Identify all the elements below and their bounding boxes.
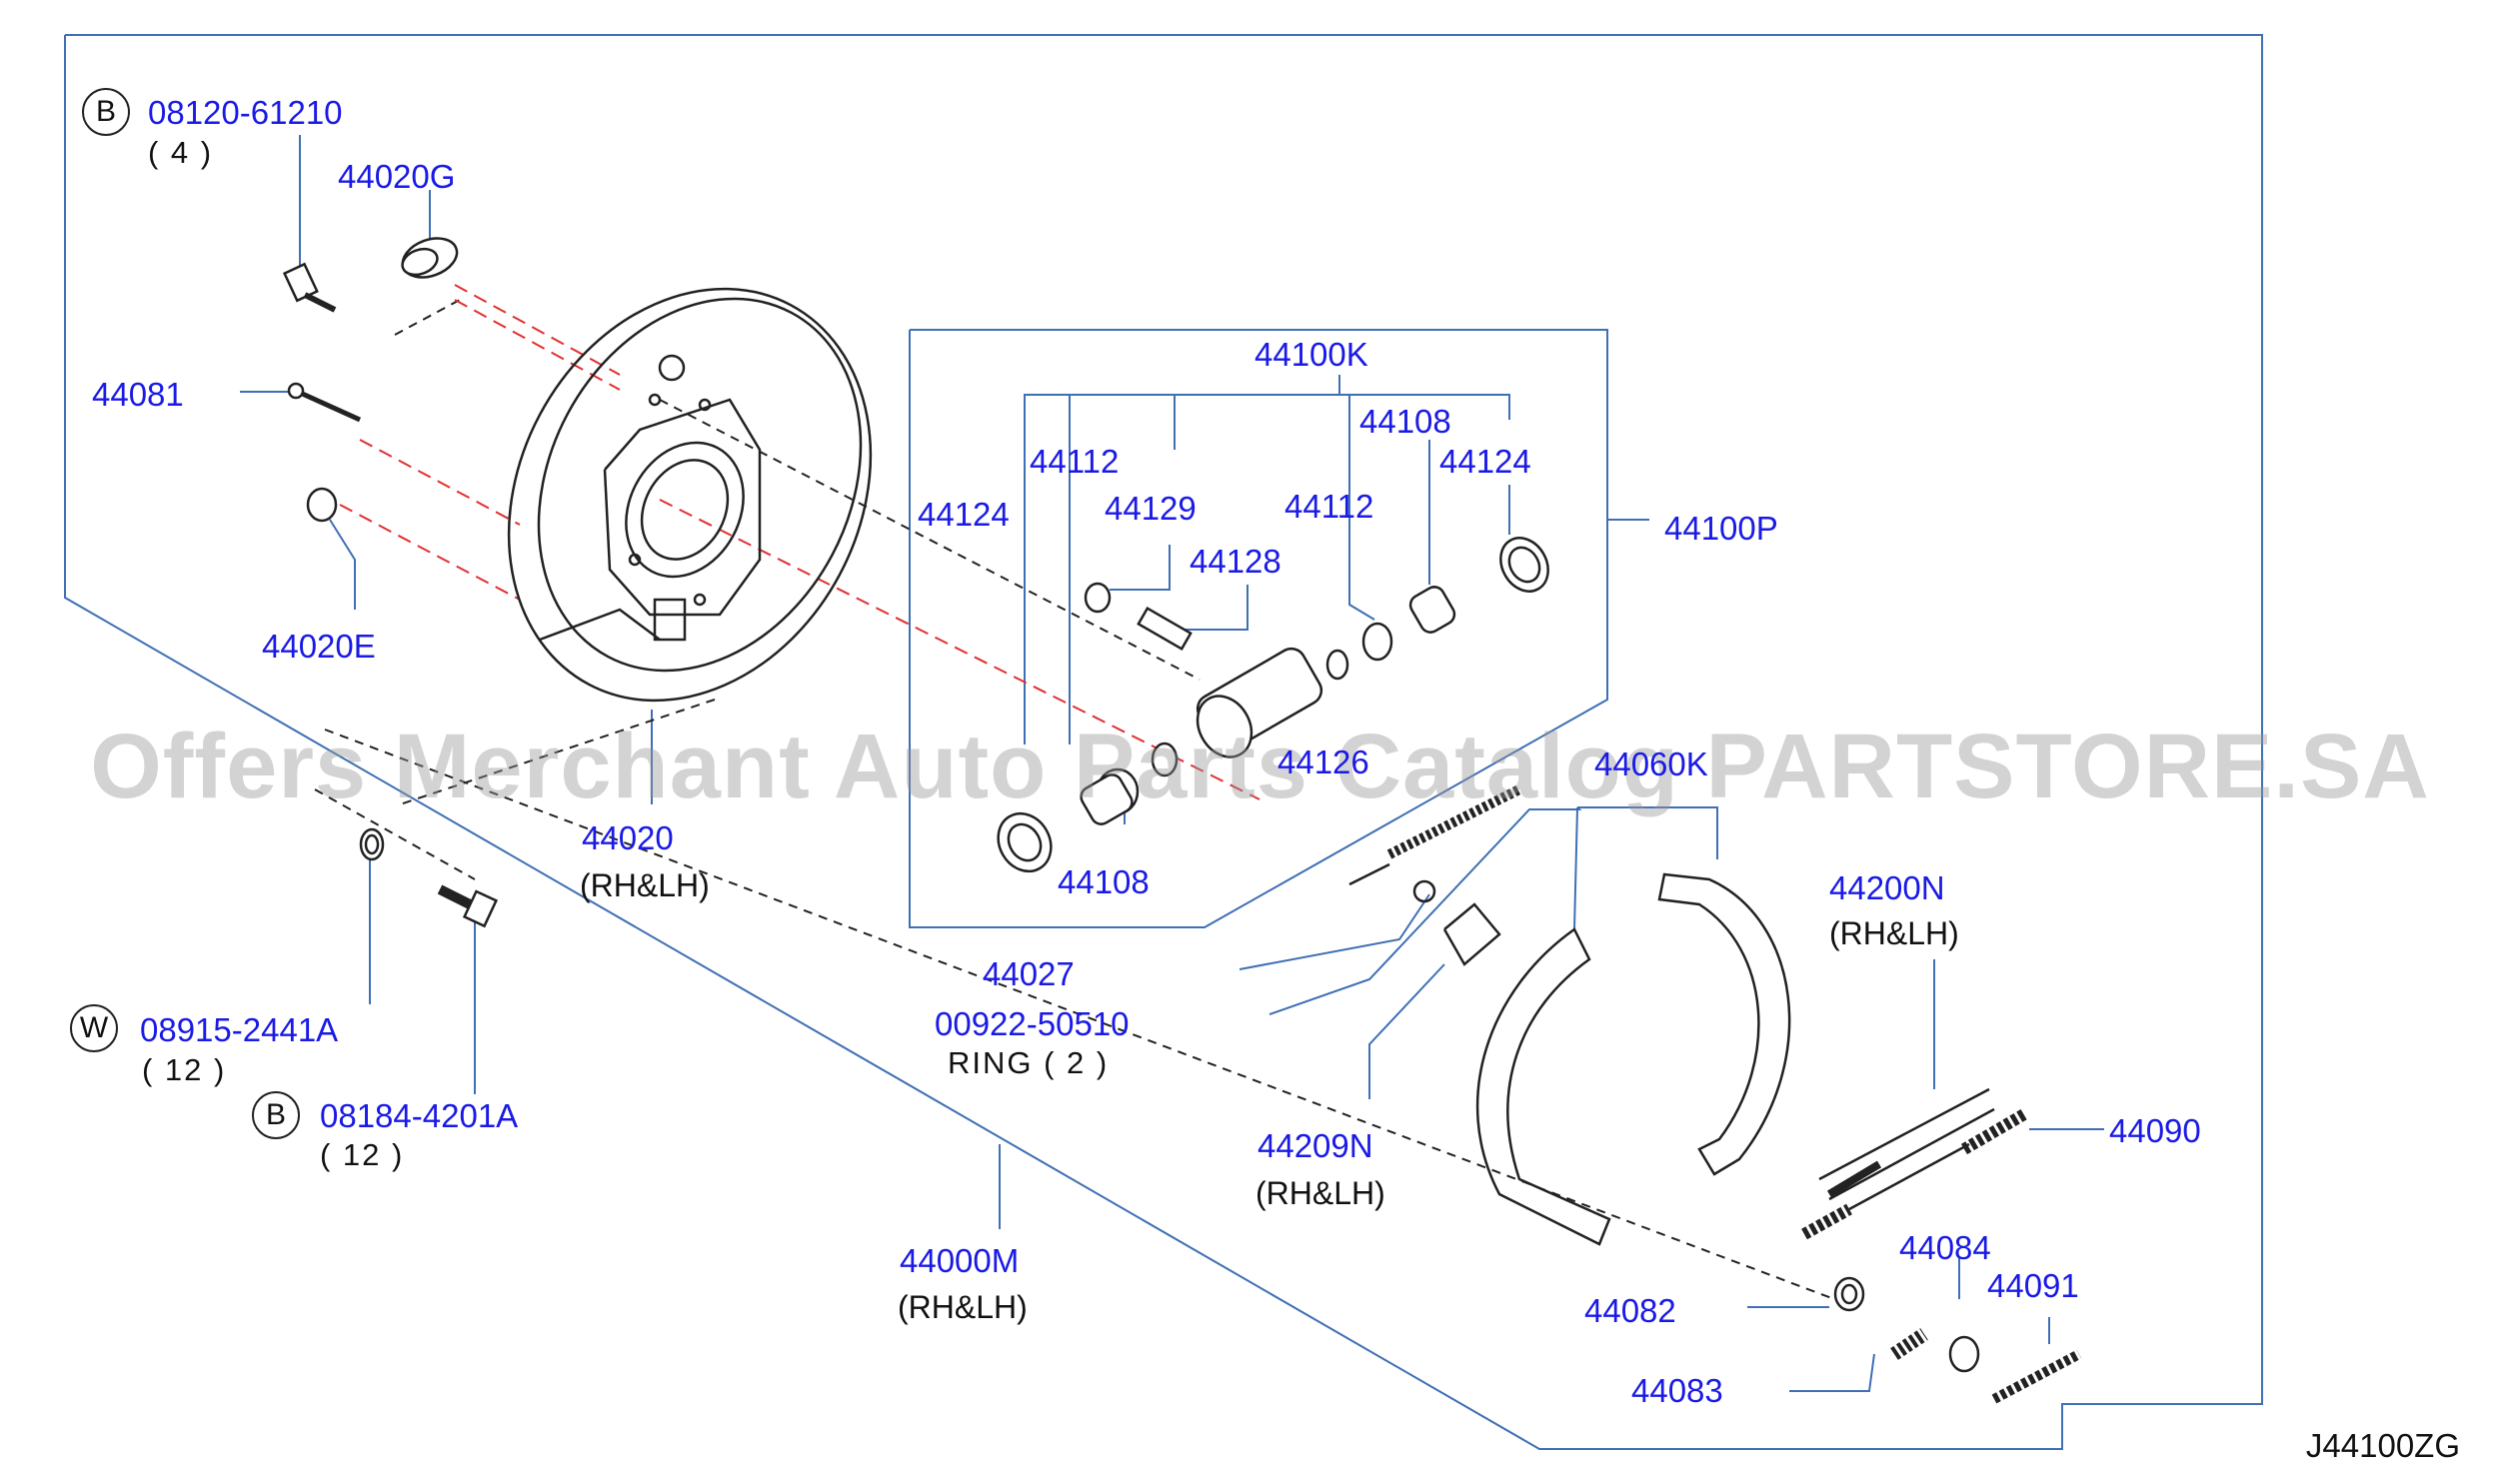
ring-qty-text: RING ( 2 ) [948,1045,1110,1080]
qty-08915-2441A: ( 12 ) [142,1052,227,1087]
part-label-44000M[interactable]: 44000M [900,1242,1020,1279]
assembly-dash-lines [314,299,1835,1300]
part-label-08184-4201A[interactable]: 08184-4201A [320,1097,519,1134]
part-label-44108-b[interactable]: 44108 [1058,863,1150,900]
part-label-44083[interactable]: 44083 [1631,1372,1723,1409]
left-fasteners [282,237,499,928]
wheel-cylinder-parts [997,537,1549,873]
part-label-44129[interactable]: 44129 [1105,490,1197,527]
washer-mark-circle: W [70,1004,118,1052]
part-label-44020G[interactable]: 44020G [338,158,456,195]
part-label-44108-a[interactable]: 44108 [1359,403,1451,440]
part-label-44081[interactable]: 44081 [92,376,184,413]
part-label-44060K[interactable]: 44060K [1594,745,1708,782]
part-label-44112-b[interactable]: 44112 [1284,488,1374,525]
wheel-cylinder-kit-frame [909,329,1608,928]
side-44200N: (RH&LH) [1829,915,1959,951]
qty-08184-4201A: ( 12 ) [320,1137,405,1172]
part-label-44112-a[interactable]: 44112 [1030,443,1120,480]
part-label-44020[interactable]: 44020 [582,819,674,856]
side-44020: (RH&LH) [580,867,710,903]
part-label-44091[interactable]: 44091 [1987,1267,2079,1304]
part-label-44128[interactable]: 44128 [1190,543,1281,580]
part-label-44020E[interactable]: 44020E [262,628,376,665]
part-label-44126[interactable]: 44126 [1277,743,1369,780]
part-label-44209N[interactable]: 44209N [1258,1127,1373,1164]
part-label-44082[interactable]: 44082 [1584,1292,1676,1329]
part-label-44090[interactable]: 44090 [2109,1112,2201,1149]
part-label-44100K[interactable]: 44100K [1255,336,1368,373]
part-label-44124-b[interactable]: 44124 [918,496,1010,533]
callout-lines [240,135,2104,1392]
part-label-44200N[interactable]: 44200N [1829,869,1945,906]
part-label-44027[interactable]: 44027 [983,955,1075,992]
part-label-00922-50510[interactable]: 00922-50510 [935,1005,1130,1042]
part-label-44100P[interactable]: 44100P [1664,510,1778,547]
side-44209N: (RH&LH) [1256,1175,1385,1211]
backing-plate [507,287,873,703]
part-label-44084[interactable]: 44084 [1899,1229,1991,1266]
bolt-mark-circle: B [82,88,130,136]
bolt-mark-circle-2: B [252,1091,300,1139]
diagram-code: J44100ZG [2305,1427,2460,1464]
side-44000M: (RH&LH) [898,1289,1028,1325]
part-label-08915-2441A[interactable]: 08915-2441A [140,1011,339,1048]
part-label-44124-a[interactable]: 44124 [1439,443,1531,480]
assembly-frame [64,34,2263,1450]
red-dash-lines [339,284,1260,800]
shoes-and-springs [1348,784,2082,1404]
qty-08120-61210: ( 4 ) [148,135,214,170]
part-label-08120-61210[interactable]: 08120-61210 [148,94,343,131]
